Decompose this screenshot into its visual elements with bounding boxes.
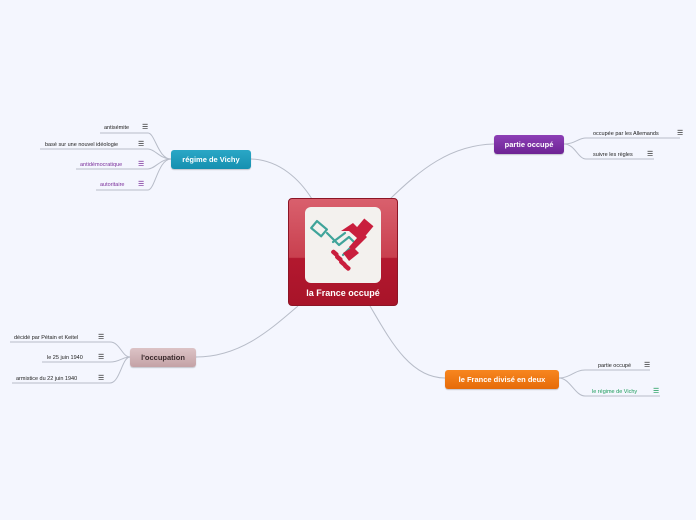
subtopic-ideologie[interactable]: basé sur une nouvel idéologie <box>45 142 119 148</box>
notes-icon[interactable] <box>644 363 650 369</box>
topic-partie-occupe[interactable]: partie occupé <box>494 135 564 154</box>
subtopic-armistice[interactable]: armistice du 22 juin 1940 <box>16 376 78 382</box>
central-title: la France occupé <box>306 288 380 298</box>
link-central-divise <box>369 305 446 379</box>
link-central-partie <box>389 143 495 200</box>
link-central-occupation <box>195 305 299 358</box>
subtopic-autoritaire[interactable]: autoritaire <box>100 182 125 188</box>
subtopic-partie-occupe[interactable]: partie occupé <box>598 363 632 369</box>
subtopic-antidemocratique[interactable]: antidémocratique <box>80 162 123 168</box>
topic-france-divise[interactable]: le France divisé en deux <box>445 370 559 389</box>
subtopic-regime-vichy[interactable]: le régime de Vichy <box>592 389 638 395</box>
link-central-vichy <box>250 158 313 200</box>
handshake-icon <box>305 207 381 283</box>
notes-icon[interactable] <box>98 355 104 361</box>
subtopic-petain-keitel[interactable]: décidé par Pétain et Keitel <box>14 335 79 341</box>
subtopic-25-juin[interactable]: le 25 juin 1940 <box>47 355 83 361</box>
notes-icon[interactable] <box>653 389 659 395</box>
notes-icon[interactable] <box>138 162 144 168</box>
subtopic-antisemite[interactable]: antisémite <box>104 125 130 131</box>
notes-icon[interactable] <box>138 142 144 148</box>
notes-icon[interactable] <box>98 376 104 382</box>
central-topic[interactable]: la France occupé <box>288 198 398 306</box>
subtopic-suivre-regles[interactable]: suivre les règles <box>593 152 633 158</box>
subtopic-occupee-allemands[interactable]: occupée par les Allemands <box>593 131 659 137</box>
notes-icon[interactable] <box>138 182 144 188</box>
notes-icon[interactable] <box>677 131 683 137</box>
topic-l-occupation[interactable]: l'occupation <box>130 348 196 367</box>
notes-icon[interactable] <box>98 335 104 341</box>
notes-icon[interactable] <box>647 152 653 158</box>
topic-regime-de-vichy[interactable]: régime de Vichy <box>171 150 251 169</box>
notes-icon[interactable] <box>142 125 148 131</box>
